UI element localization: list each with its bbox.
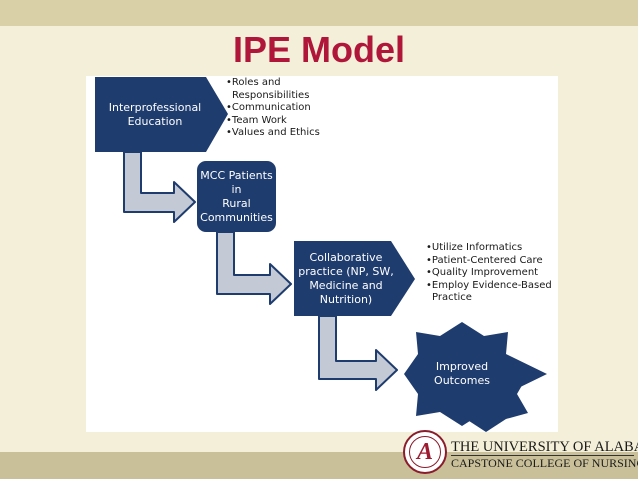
- university-logo: A THE UNIVERSITY OF ALABAMA CAPSTONE COL…: [403, 428, 638, 476]
- bullet-item: Values and Ethics: [226, 127, 326, 140]
- node-mcc-patients-shape: [197, 161, 276, 232]
- logo-divider: [451, 455, 634, 456]
- node-mcc-patients-label: MCC Patients in Rural Communities: [200, 168, 273, 224]
- node-collaborative-practice-shape: [294, 241, 415, 316]
- education-bullet-list: Roles and Responsibilities Communication…: [226, 77, 326, 140]
- ipe-diagram: Interprofessional Education MCC Patients…: [86, 76, 558, 432]
- node-collaborative-practice-label: Collaborative practice (NP, SW, Medicine…: [298, 250, 394, 306]
- bottom-band: [0, 452, 638, 479]
- bullet-item: Communication: [226, 102, 326, 115]
- diagram-canvas: [95, 77, 547, 432]
- node-interprofessional-education-label: Interprofessional Education: [108, 100, 202, 128]
- connector-arrow-1: [123, 151, 196, 223]
- seal-letter: A: [409, 436, 441, 468]
- node-improved-outcomes-star: [404, 322, 547, 426]
- bullet-item: Utilize Informatics: [426, 242, 554, 255]
- node-improved-outcomes-label: Improved Outcomes: [434, 360, 490, 387]
- bullet-item: Team Work: [226, 115, 326, 128]
- top-band: [0, 0, 638, 26]
- practice-bullet-list: Utilize Informatics Patient-Centered Car…: [426, 242, 554, 305]
- node-interprofessional-education-shape: [95, 77, 228, 152]
- university-seal-icon: A: [403, 430, 447, 474]
- college-name: CAPSTONE COLLEGE OF NURSING: [451, 456, 638, 470]
- bullet-item: Roles and Responsibilities: [226, 77, 326, 102]
- university-name: THE UNIVERSITY OF ALABAMA: [451, 439, 638, 455]
- connector-arrow-3: [318, 315, 398, 391]
- bullet-item: Patient-Centered Care: [426, 255, 554, 268]
- bullet-item: Employ Evidence-Based Practice: [426, 280, 554, 305]
- bullet-item: Quality Improvement: [426, 267, 554, 280]
- slide-title: IPE Model: [232, 29, 406, 70]
- connector-arrow-2: [216, 231, 292, 305]
